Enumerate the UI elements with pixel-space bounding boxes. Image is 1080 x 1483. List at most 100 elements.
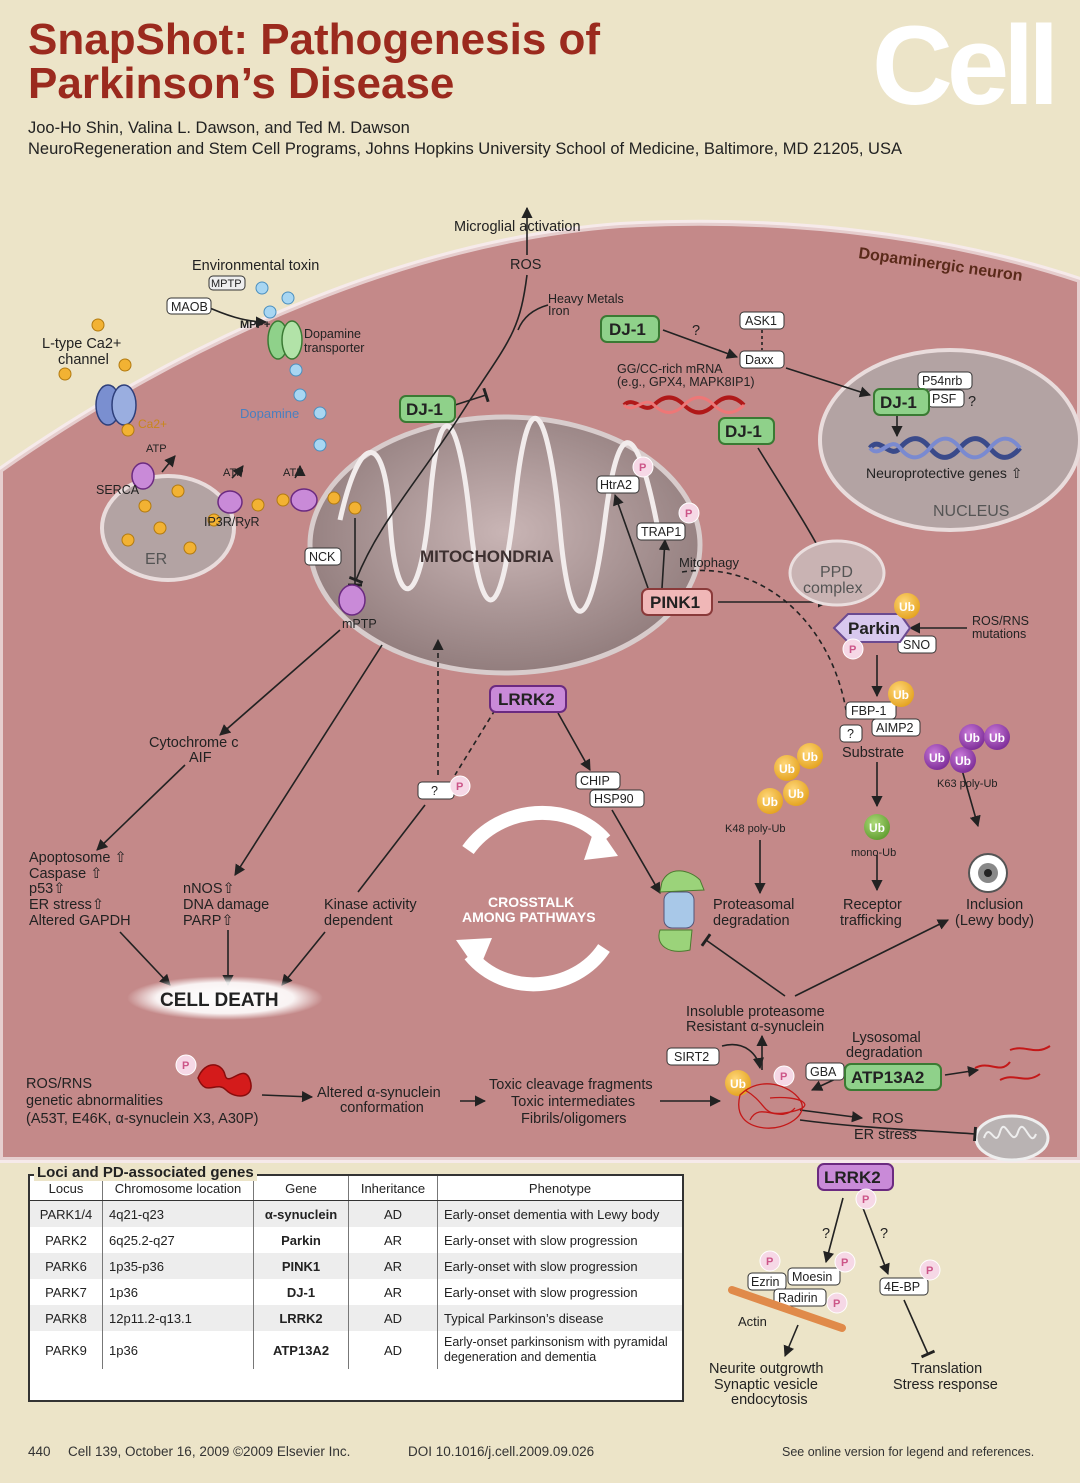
svg-text:Ub: Ub (893, 688, 909, 702)
svg-text:P: P (780, 1071, 787, 1083)
p-4ebp (919, 1259, 941, 1281)
nnos-3: PARP⇧ (183, 913, 234, 929)
lysosomal-line-1: Lysosomal (852, 1030, 921, 1046)
loci-table: Locus Chromosome location Gene Inheritan… (28, 1174, 684, 1402)
svg-text:Ub: Ub (779, 762, 795, 776)
trap1-label: TRAP1 (641, 525, 681, 539)
proteasomal-line-1: Proteasomal (713, 897, 794, 913)
apop-3: p53⇧ (29, 881, 65, 897)
page-title: SnapShot: Pathogenesis of Parkinson’s Di… (28, 18, 600, 106)
altered-line-1: Altered α-synuclein (317, 1085, 441, 1101)
chip-label: CHIP (580, 774, 610, 788)
microglial-label: Microglial activation (454, 219, 581, 235)
ltype-line-1: L-type Ca2+ (42, 336, 121, 352)
lysosomal-fragments (974, 1045, 1051, 1081)
gba-label: GBA (810, 1065, 837, 1079)
insoluble-line-1: Insoluble proteasome (686, 1004, 825, 1020)
daxx-label: Daxx (745, 353, 774, 367)
hsp90-label: HSP90 (594, 792, 634, 806)
lysosomal-line-2: degradation (846, 1045, 923, 1061)
svg-text:Ub: Ub (869, 821, 885, 835)
svg-text:Ub: Ub (802, 750, 818, 764)
env-toxin-label: Environmental toxin (192, 258, 319, 274)
substrate-label: Substrate (842, 745, 904, 761)
k48-label: K48 poly-Ub (725, 823, 786, 835)
svg-text:P: P (833, 1298, 840, 1310)
col-gene: Gene (253, 1176, 349, 1201)
moesin-label: Moesin (792, 1270, 832, 1284)
atp-3: ATP (283, 467, 304, 479)
ub-k63-3 (959, 724, 985, 750)
ros-er-line-1: ROS (872, 1111, 903, 1127)
rosrns-mut-line-2: mutations (972, 627, 1026, 641)
ltype-line-2: channel (58, 352, 109, 368)
parkin-label: Parkin (848, 619, 900, 638)
p-moesin (834, 1251, 856, 1273)
serca-pump (131, 462, 155, 490)
ros-top-label: ROS (510, 257, 541, 273)
doi: DOI 10.1016/j.cell.2009.09.026 (408, 1444, 595, 1459)
ip3r-receptor (217, 490, 243, 514)
page-number: 440 (28, 1444, 51, 1459)
p-lrrk2 (855, 1188, 877, 1210)
svg-text:Ub: Ub (730, 1077, 746, 1091)
svg-text:Ub: Ub (899, 600, 915, 614)
kinase-line-2: dependent (324, 913, 393, 929)
mitochondria: MITOCHONDRIA (307, 414, 703, 676)
title-line-1: SnapShot: Pathogenesis of (28, 15, 601, 64)
psf-label: PSF (932, 392, 957, 406)
crosstalk-line-1: CROSSTALK (488, 894, 574, 910)
p54nrb-label: P54nrb (922, 374, 962, 388)
apop-2: Caspase ⇧ (29, 866, 102, 882)
mao-label: MAOB (171, 300, 208, 314)
actin-filament (728, 1286, 846, 1332)
altered-line-2: conformation (340, 1100, 424, 1116)
author-block: Joo-Ho Shin, Valina L. Dawson, and Ted M… (28, 118, 902, 160)
ub-k63-4 (984, 724, 1010, 750)
toxic-line-1: Toxic cleavage fragments (489, 1077, 653, 1093)
kinase-question: ? (431, 784, 438, 798)
dj1-nuclear-question: ? (968, 394, 976, 410)
ask1-label: ASK1 (745, 314, 777, 328)
cytc-line-2: AIF (189, 750, 212, 766)
kinase-line-1: Kinase activity (324, 897, 417, 913)
monoub-label: mono-Ub (851, 847, 896, 859)
p-kinase (449, 775, 471, 797)
ub-k63-1 (924, 744, 950, 770)
ppd-complex (788, 539, 886, 607)
p-radirin (826, 1292, 848, 1314)
apop-4: ER stress⇧ (29, 897, 104, 913)
p-pink1-2 (678, 502, 700, 524)
dopamine-label: Dopamine (240, 406, 299, 421)
ezrin-label: Ezrin (751, 1275, 780, 1289)
p-synuclein-2 (773, 1065, 795, 1087)
svg-text:Ub: Ub (955, 754, 971, 768)
mitophagy-label: Mitophagy (679, 555, 739, 570)
apop-5: Altered GAPDH (29, 913, 131, 929)
title-line-2: Parkinson’s Disease (28, 59, 455, 108)
ip3r-label: IP3R/RyR (204, 515, 260, 529)
cell-death-glow (127, 976, 323, 1020)
nucleus-label: NUCLEUS (933, 503, 1009, 520)
svg-text:Ub: Ub (762, 795, 778, 809)
proteasomal-line-2: degradation (713, 913, 790, 929)
pink1-label: PINK1 (650, 593, 700, 612)
ltype-calcium-channel (95, 384, 137, 426)
mptp-pore-label: mPTP (342, 617, 377, 631)
p-pink1-1 (632, 456, 654, 478)
atp-1: ATP (146, 443, 167, 455)
journal-logo: Cell (872, 3, 1059, 128)
svg-text:Ub: Ub (788, 787, 804, 801)
online-note: See online version for legend and refere… (782, 1445, 1035, 1459)
ub-synuclein (725, 1070, 751, 1096)
alpha-synuclein-aggregate (738, 1083, 806, 1129)
ub-k63-2 (950, 747, 976, 773)
nuclear-dna (868, 436, 1022, 460)
nnos-1: nNOS⇧ (183, 881, 235, 897)
ub-k48-4 (757, 788, 783, 814)
